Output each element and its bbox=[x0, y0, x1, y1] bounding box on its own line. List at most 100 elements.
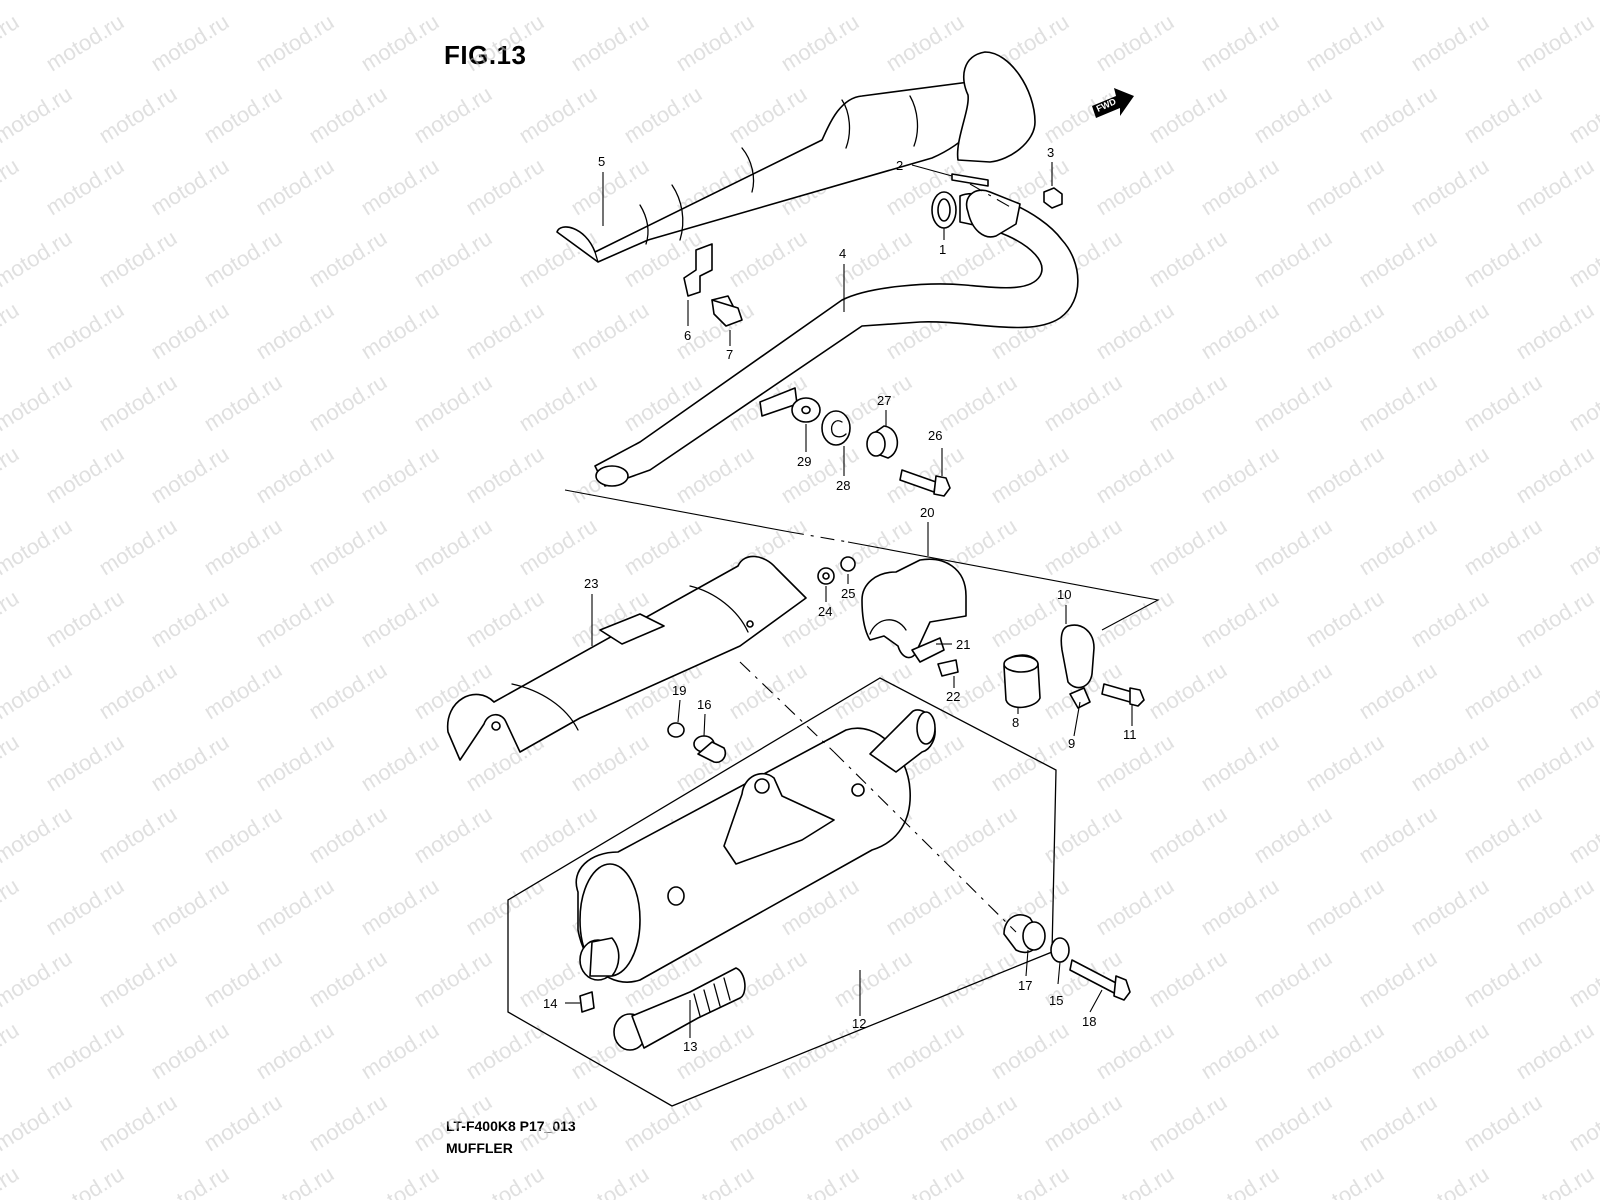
watermark-text: motod.ru bbox=[934, 0, 1021, 4]
watermark-text: motod.ru bbox=[199, 513, 286, 580]
watermark-text: motod.ru bbox=[0, 225, 76, 292]
watermark-text: motod.ru bbox=[461, 153, 548, 220]
watermark-text: motod.ru bbox=[514, 225, 601, 292]
watermark-text: motod.ru bbox=[356, 9, 443, 76]
watermark-text: motod.ru bbox=[1511, 873, 1598, 940]
watermark-text: motod.ru bbox=[199, 225, 286, 292]
watermark-text: motod.ru bbox=[0, 1017, 23, 1084]
callout-2: 2 bbox=[896, 158, 903, 173]
callout-29: 29 bbox=[797, 454, 811, 469]
watermark-text: motod.ru bbox=[94, 657, 181, 724]
watermark-text: motod.ru bbox=[356, 297, 443, 364]
watermark-text: motod.ru bbox=[934, 1089, 1021, 1156]
callout-7: 7 bbox=[726, 347, 733, 362]
watermark-text: motod.ru bbox=[1301, 1017, 1388, 1084]
watermark-text: motod.ru bbox=[1039, 801, 1126, 868]
watermark-text: motod.ru bbox=[1354, 945, 1441, 1012]
watermark-text: motod.ru bbox=[199, 945, 286, 1012]
watermark-text: motod.ru bbox=[251, 441, 338, 508]
watermark-text: motod.ru bbox=[41, 153, 128, 220]
watermark-text: motod.ru bbox=[94, 0, 181, 4]
callout-13: 13 bbox=[683, 1039, 697, 1054]
watermark-text: motod.ru bbox=[304, 0, 391, 4]
watermark-text: motod.ru bbox=[146, 729, 233, 796]
watermark-text: motod.ru bbox=[1406, 873, 1493, 940]
watermark-text: motod.ru bbox=[671, 9, 758, 76]
watermark-text: motod.ru bbox=[409, 225, 496, 292]
watermark-text: motod.ru bbox=[829, 0, 916, 4]
watermark-text: motod.ru bbox=[146, 1161, 233, 1200]
watermark-text: motod.ru bbox=[1459, 657, 1546, 724]
watermark-text: motod.ru bbox=[1459, 513, 1546, 580]
watermark-text: motod.ru bbox=[986, 1161, 1073, 1200]
watermark-text: motod.ru bbox=[146, 153, 233, 220]
watermark-text: motod.ru bbox=[94, 369, 181, 436]
callout-20: 20 bbox=[920, 505, 934, 520]
watermark-text: motod.ru bbox=[1091, 297, 1178, 364]
figure-code: LT-F400K8 P17_013 bbox=[446, 1118, 576, 1134]
watermark-text: motod.ru bbox=[671, 1161, 758, 1200]
callout-6: 6 bbox=[684, 328, 691, 343]
callout-17: 17 bbox=[1018, 978, 1032, 993]
watermark-text: motod.ru bbox=[356, 1161, 443, 1200]
watermark-text: motod.ru bbox=[1301, 441, 1388, 508]
callout-labels: 1 2 3 4 5 6 7 8 9 10 11 12 13 14 15 16 1… bbox=[543, 145, 1137, 1054]
watermark-text: motod.ru bbox=[986, 729, 1073, 796]
watermark-text: motod.ru bbox=[724, 225, 811, 292]
watermark-text: motod.ru bbox=[199, 1089, 286, 1156]
watermark-text: motod.ru bbox=[409, 81, 496, 148]
callout-14: 14 bbox=[543, 996, 557, 1011]
watermark-text: motod.ru bbox=[1249, 513, 1336, 580]
watermark-text: motod.ru bbox=[1196, 585, 1283, 652]
watermark-text: motod.ru bbox=[304, 657, 391, 724]
watermark-text: motod.ru bbox=[0, 873, 23, 940]
watermark-text: motod.ru bbox=[1354, 1089, 1441, 1156]
washers-24-25-19-16 bbox=[667, 556, 856, 764]
watermark-text: motod.ru bbox=[986, 1017, 1073, 1084]
gasket-stud-nut-group bbox=[931, 173, 1063, 238]
watermark-text: motod.ru bbox=[1354, 801, 1441, 868]
callout-19: 19 bbox=[672, 683, 686, 698]
watermark-text: motod.ru bbox=[1144, 513, 1231, 580]
watermark-text: motod.ru bbox=[1406, 1017, 1493, 1084]
watermark-text: motod.ru bbox=[1354, 513, 1441, 580]
watermark-text: motod.ru bbox=[0, 729, 23, 796]
watermark-text: motod.ru bbox=[1249, 225, 1336, 292]
figure-title: FIG.13 bbox=[444, 40, 527, 70]
watermark-text: motod.ru bbox=[1196, 1161, 1283, 1200]
callout-8: 8 bbox=[1012, 715, 1019, 730]
watermark-text: motod.ru bbox=[829, 945, 916, 1012]
watermark-text: motod.ru bbox=[1144, 1089, 1231, 1156]
watermark-text: motod.ru bbox=[1459, 369, 1546, 436]
watermark-text: motod.ru bbox=[41, 297, 128, 364]
watermark-text: motod.ru bbox=[0, 9, 23, 76]
watermark-text: motod.ru bbox=[94, 225, 181, 292]
callout-18: 18 bbox=[1082, 1014, 1096, 1029]
watermark-text: motod.ru bbox=[1196, 1017, 1283, 1084]
callout-4: 4 bbox=[839, 246, 846, 261]
watermark-text: motod.ru bbox=[1301, 9, 1388, 76]
watermark-text: motod.ru bbox=[1511, 153, 1598, 220]
watermark-text: motod.ru bbox=[776, 441, 863, 508]
callout-9: 9 bbox=[1068, 736, 1075, 751]
watermark-text: motod.ru bbox=[514, 0, 601, 4]
watermark-text: motod.ru bbox=[1564, 801, 1600, 868]
watermark-text: motod.ru bbox=[1196, 873, 1283, 940]
watermark-text: motod.ru bbox=[1406, 585, 1493, 652]
figure-name: MUFFLER bbox=[446, 1140, 513, 1156]
callout-23: 23 bbox=[584, 576, 598, 591]
watermark-text: motod.ru bbox=[41, 873, 128, 940]
watermark-text: motod.ru bbox=[1459, 81, 1546, 148]
watermark-text: motod.ru bbox=[1406, 729, 1493, 796]
watermark-text: motod.ru bbox=[776, 9, 863, 76]
watermark-text: motod.ru bbox=[0, 0, 76, 4]
callout-16: 16 bbox=[697, 697, 711, 712]
watermark-text: motod.ru bbox=[934, 945, 1021, 1012]
watermark-text: motod.ru bbox=[619, 1089, 706, 1156]
rear-mount-hardware-15-17-18 bbox=[1003, 914, 1131, 1001]
watermark-text: motod.ru bbox=[41, 1161, 128, 1200]
watermark-text: motod.ru bbox=[619, 81, 706, 148]
watermark-text: motod.ru bbox=[461, 441, 548, 508]
watermark-text: motod.ru bbox=[0, 945, 76, 1012]
watermark-text: motod.ru bbox=[514, 1089, 601, 1156]
